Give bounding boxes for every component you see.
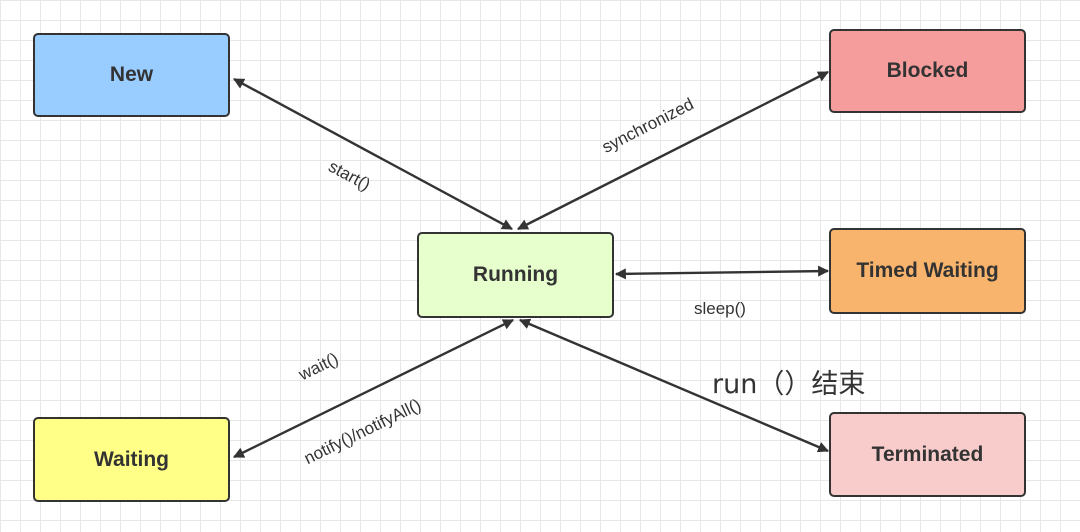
edge-label-run-end: run（）结束 [712, 369, 866, 400]
state-waiting: Waiting [33, 417, 230, 502]
arrow-running-terminated [518, 318, 830, 453]
edge-label-sleep: sleep() [694, 299, 746, 318]
state-running: Running [417, 232, 614, 318]
arrow-running-timed-waiting [614, 265, 830, 280]
state-blocked-label: Blocked [886, 59, 969, 82]
state-new-label: New [109, 63, 154, 86]
state-running-label: Running [472, 263, 559, 286]
state-waiting-label: Waiting [93, 447, 170, 471]
state-terminated: Terminated [829, 412, 1026, 497]
state-timed-waiting: Timed Waiting [829, 228, 1026, 314]
state-terminated-label: Terminated [871, 442, 984, 466]
state-blocked: Blocked [829, 29, 1026, 113]
arrow-running-blocked [517, 70, 829, 231]
state-new: New [33, 33, 230, 117]
state-timed-waiting-label: Timed Waiting [856, 259, 999, 282]
arrow-running-new [233, 77, 513, 231]
arrow-running-waiting [233, 318, 514, 459]
